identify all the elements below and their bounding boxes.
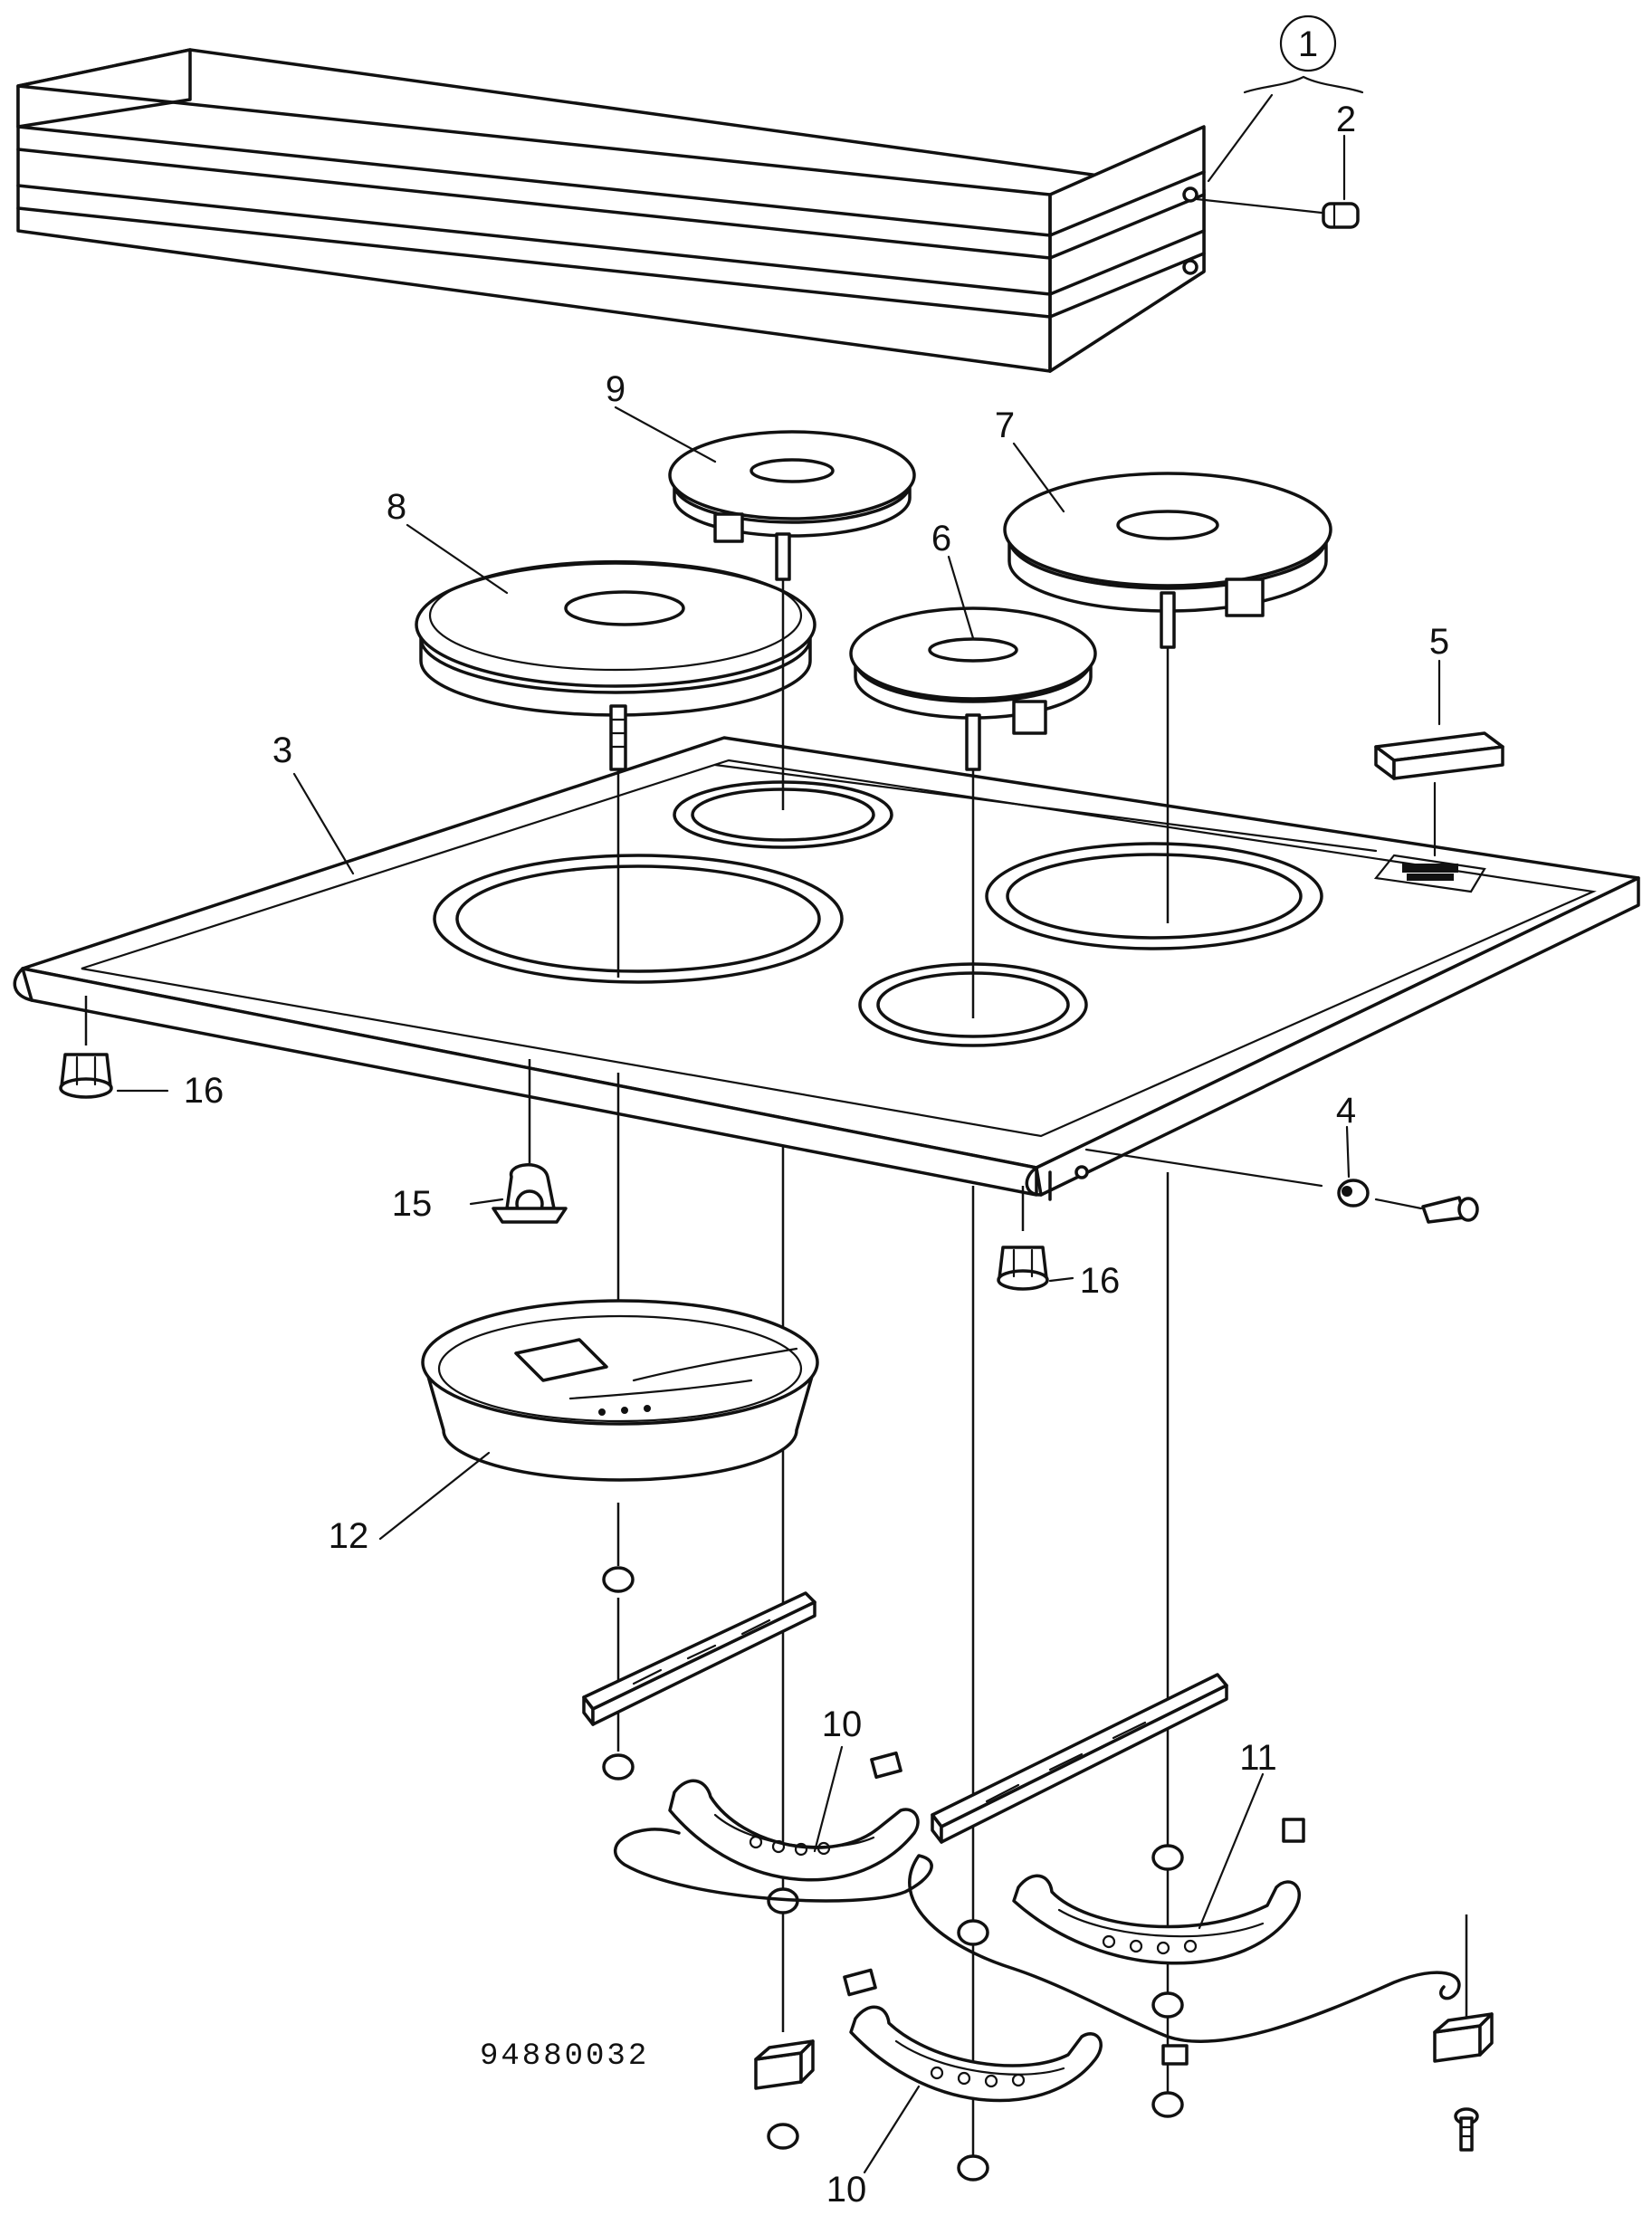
callout-labels: 1 2 3 4 5 6 7 8 9 10 10 11 12 15 16 16 9… [184, 14, 1449, 2210]
callout-6: 6 [931, 519, 951, 559]
hob-top [13, 736, 1640, 1201]
callout-1: 1 [1298, 24, 1318, 64]
hotplate-9 [668, 430, 916, 581]
mounting-bar-right [931, 1673, 1228, 1844]
part-12-spill-bowl [421, 1299, 819, 1482]
part-11-clamp [1012, 1874, 1301, 1965]
nuts [602, 1566, 1184, 2182]
callout-9: 9 [606, 369, 625, 409]
drawing-code: 94880032 [480, 2039, 649, 2074]
callout-10-lower: 10 [826, 2170, 867, 2210]
callout-2: 2 [1336, 100, 1356, 139]
hotplate-6 [849, 606, 1097, 771]
part-2-plug [1195, 197, 1360, 229]
earth-wire [613, 1828, 1461, 2044]
part-4-fixing [1337, 1179, 1479, 1224]
bottom-bracket-left [754, 2039, 815, 2090]
part-16-foot-left [59, 1053, 113, 1099]
part-10-clamp-upper [668, 1779, 920, 1882]
callout-7: 7 [995, 406, 1015, 445]
callout-16-left: 16 [184, 1071, 224, 1111]
back-panel [16, 48, 1206, 373]
hotplate-8 [415, 559, 816, 771]
part-15-clip [492, 1163, 568, 1224]
leader-lines [116, 75, 1441, 2174]
part-16-foot-right [997, 1246, 1049, 1291]
callout-8: 8 [387, 487, 406, 527]
callout-15: 15 [392, 1184, 433, 1224]
part-5-lens [1374, 731, 1504, 857]
callout-12: 12 [329, 1516, 369, 1556]
callout-3: 3 [272, 730, 292, 770]
bottom-screw [1454, 2107, 1479, 2152]
mounting-bar-left [582, 1591, 816, 1726]
callout-10-upper: 10 [822, 1704, 863, 1744]
part-10-clamp-lower [849, 2005, 1103, 2103]
hotplate-7 [1003, 472, 1332, 649]
callout-5: 5 [1429, 622, 1449, 662]
callout-11: 11 [1239, 1738, 1277, 1778]
callout-4: 4 [1336, 1091, 1356, 1131]
bottom-bracket-right [1433, 2012, 1494, 2063]
callout-16-right: 16 [1080, 1261, 1121, 1301]
